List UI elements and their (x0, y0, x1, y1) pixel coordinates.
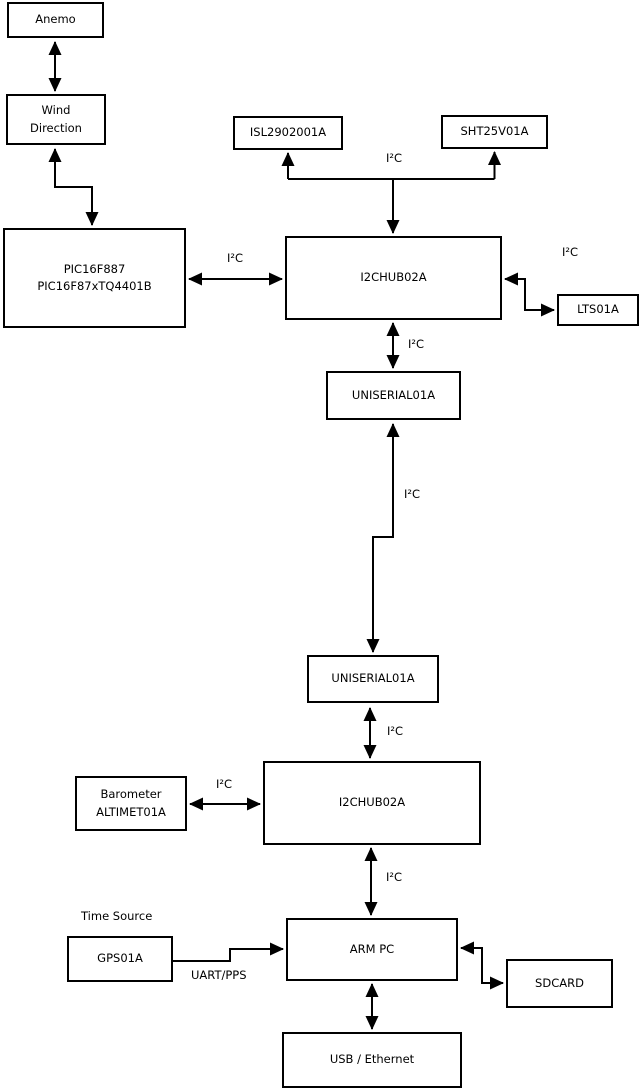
bus-label-uart-pps: UART/PPS (191, 968, 247, 982)
node-sdcard-label: SDCARD (535, 975, 584, 990)
edge-i2chubtop-lts (504, 272, 555, 317)
node-sht25v01a: SHT25V01A (441, 115, 548, 149)
node-barometer-label-line2: ALTIMET01A (96, 804, 166, 819)
node-anemo-label: Anemo (35, 12, 76, 27)
node-uniserial01a-bottom: UNISERIAL01A (307, 655, 439, 703)
node-wind-direction: Wind Direction (6, 94, 106, 145)
node-lts01a-label: LTS01A (577, 302, 619, 317)
node-gps01a: GPS01A (67, 936, 173, 982)
edge-gps-armpc (173, 942, 284, 962)
edge-uniserialtop-uniserialbottom (366, 423, 400, 653)
bus-label-i2c-hubbottom-armpc: I²C (386, 870, 403, 884)
node-lts01a: LTS01A (557, 294, 639, 326)
node-pic16f887-label-line1: PIC16F887 (63, 261, 126, 276)
node-isl2902001a-label: ISL2902001A (249, 125, 327, 140)
node-i2chub02a-top-label: I2CHUB02A (360, 270, 427, 285)
node-uniserial01a-bottom-label: UNISERIAL01A (331, 671, 415, 686)
node-isl2902001a: ISL2902001A (233, 116, 343, 150)
node-usb-ethernet-label: USB / Ethernet (329, 1052, 415, 1067)
node-i2chub02a-bottom: I2CHUB02A (263, 761, 481, 845)
node-uniserial01a-top: UNISERIAL01A (326, 371, 461, 420)
node-i2chub02a-bottom-label: I2CHUB02A (338, 795, 406, 810)
node-usb-ethernet: USB / Ethernet (282, 1032, 462, 1088)
node-sdcard: SDCARD (506, 959, 613, 1008)
bus-label-i2c-barometer: I²C (216, 777, 233, 791)
node-barometer-label-line1: Barometer (100, 787, 162, 802)
bus-label-i2c-hubtop-uniserial: I²C (408, 337, 425, 351)
node-uniserial01a-top-label: UNISERIAL01A (351, 387, 436, 402)
bus-label-i2c-uniserial-link: I²C (404, 487, 421, 501)
bus-label-i2c-lts: I²C (562, 245, 579, 259)
edge-winddirection-pic (48, 148, 99, 226)
bus-label-i2c-pic: I²C (227, 251, 244, 265)
node-gps01a-label: GPS01A (97, 951, 143, 966)
node-i2chub02a-top: I2CHUB02A (285, 236, 502, 320)
node-wind-direction-label-line2: Direction (30, 120, 82, 135)
node-sht25v01a-label: SHT25V01A (460, 124, 529, 139)
node-wind-direction-label-line1: Wind (41, 103, 71, 118)
edge-armpc-sdcard (460, 941, 504, 990)
bus-label-i2c-branch: I²C (386, 151, 403, 165)
node-pic16f887: PIC16F887 PIC16F87xTQ4401B (3, 228, 186, 328)
node-anemo: Anemo (7, 2, 104, 38)
bus-label-i2c-uniserial-hubbottom: I²C (387, 724, 404, 738)
node-arm-pc: ARM PC (286, 918, 458, 981)
node-pic16f887-label-line2: PIC16F87xTQ4401B (37, 279, 152, 293)
node-barometer-altimet01a: Barometer ALTIMET01A (75, 776, 187, 831)
node-arm-pc-label: ARM PC (349, 941, 395, 956)
annotation-time-source: Time Source (81, 909, 153, 923)
